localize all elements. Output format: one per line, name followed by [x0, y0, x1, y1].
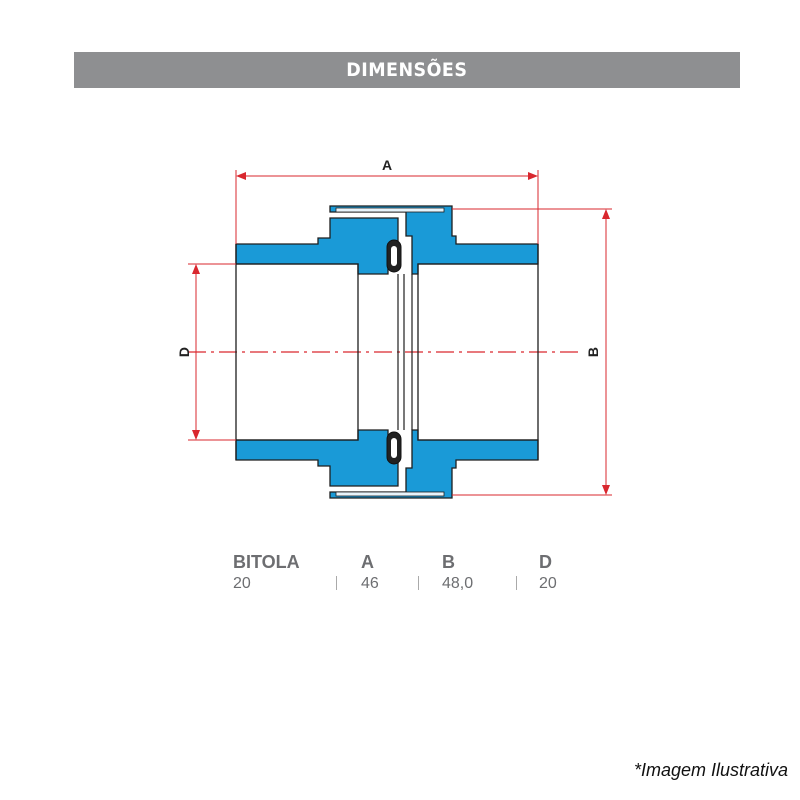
dim-b-arrow-top: [602, 209, 610, 219]
right-bore: [417, 263, 538, 441]
value-d: 20: [539, 575, 557, 592]
column-separator: [418, 576, 419, 590]
header-bitola: BITOLA: [233, 552, 300, 572]
dim-b-label: B: [585, 347, 601, 357]
column-separator: [516, 576, 517, 590]
header-b: B: [442, 552, 455, 572]
column-a: A 46: [361, 552, 379, 593]
dim-d-arrow-bottom: [192, 430, 200, 440]
illustrative-image-note: *Imagem Ilustrativa: [633, 760, 788, 780]
dim-a-arrow-right: [528, 172, 538, 180]
header-d: D: [539, 552, 552, 572]
left-bore: [236, 263, 359, 441]
header-a: A: [361, 552, 374, 572]
dim-a-arrow-left: [236, 172, 246, 180]
nut-top-highlight: [335, 207, 445, 213]
nut-bottom-highlight: [335, 491, 445, 497]
o-ring-top-inner: [391, 246, 397, 266]
value-bitola: 20: [233, 575, 251, 592]
column-separator: [336, 576, 337, 590]
dim-a-label: A: [382, 157, 392, 173]
banner-title: DIMENSÕES: [346, 59, 468, 81]
value-a: 46: [361, 575, 379, 592]
dimensions-banner: DIMENSÕES: [74, 52, 740, 88]
dim-d-arrow-top: [192, 264, 200, 274]
dim-d-label: D: [176, 347, 192, 357]
left-body-bottom: [235, 429, 399, 487]
column-d: D 20: [539, 552, 557, 593]
dim-b-arrow-bottom: [602, 485, 610, 495]
left-body-top: [235, 217, 399, 275]
column-bitola: BITOLA 20: [233, 552, 300, 593]
value-b: 48,0: [442, 575, 474, 592]
o-ring-bottom-inner: [391, 438, 397, 458]
column-b: B 48,0: [442, 552, 473, 593]
